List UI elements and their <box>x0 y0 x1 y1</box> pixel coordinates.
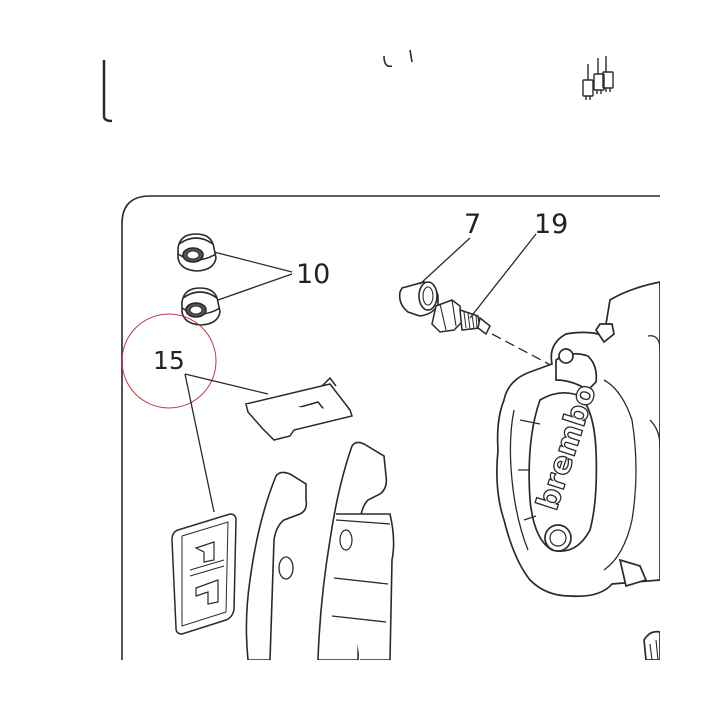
part-15-pad-spring <box>244 376 353 441</box>
callout-15: 15 <box>153 346 185 375</box>
brake-pad-front <box>317 441 395 660</box>
leader-line-19 <box>469 233 537 319</box>
leader-line-7 <box>419 237 471 285</box>
callout-10: 10 <box>296 259 330 290</box>
callout-19: 19 <box>534 209 568 240</box>
part-19-bleeder-screw <box>431 299 491 336</box>
small-hook-fragment <box>383 49 413 68</box>
part-10-boot-lower <box>181 287 221 326</box>
top-fragments <box>102 49 614 123</box>
part-10-boot-upper <box>177 233 217 272</box>
leader-lines-15 <box>184 373 269 513</box>
connector-icon <box>582 56 614 100</box>
diagram-frame <box>121 195 660 660</box>
leader-lines-10 <box>213 251 293 301</box>
brake-caliper <box>496 280 660 660</box>
left-bracket-fragment <box>102 60 113 123</box>
assembly-axis-line <box>491 333 561 371</box>
part-15-shim <box>171 513 237 635</box>
part-7-bleeder-cap <box>398 281 439 317</box>
callout-7: 7 <box>464 209 481 240</box>
callout-15-highlight-circle <box>122 313 217 409</box>
brake-pad-rear <box>245 471 308 660</box>
